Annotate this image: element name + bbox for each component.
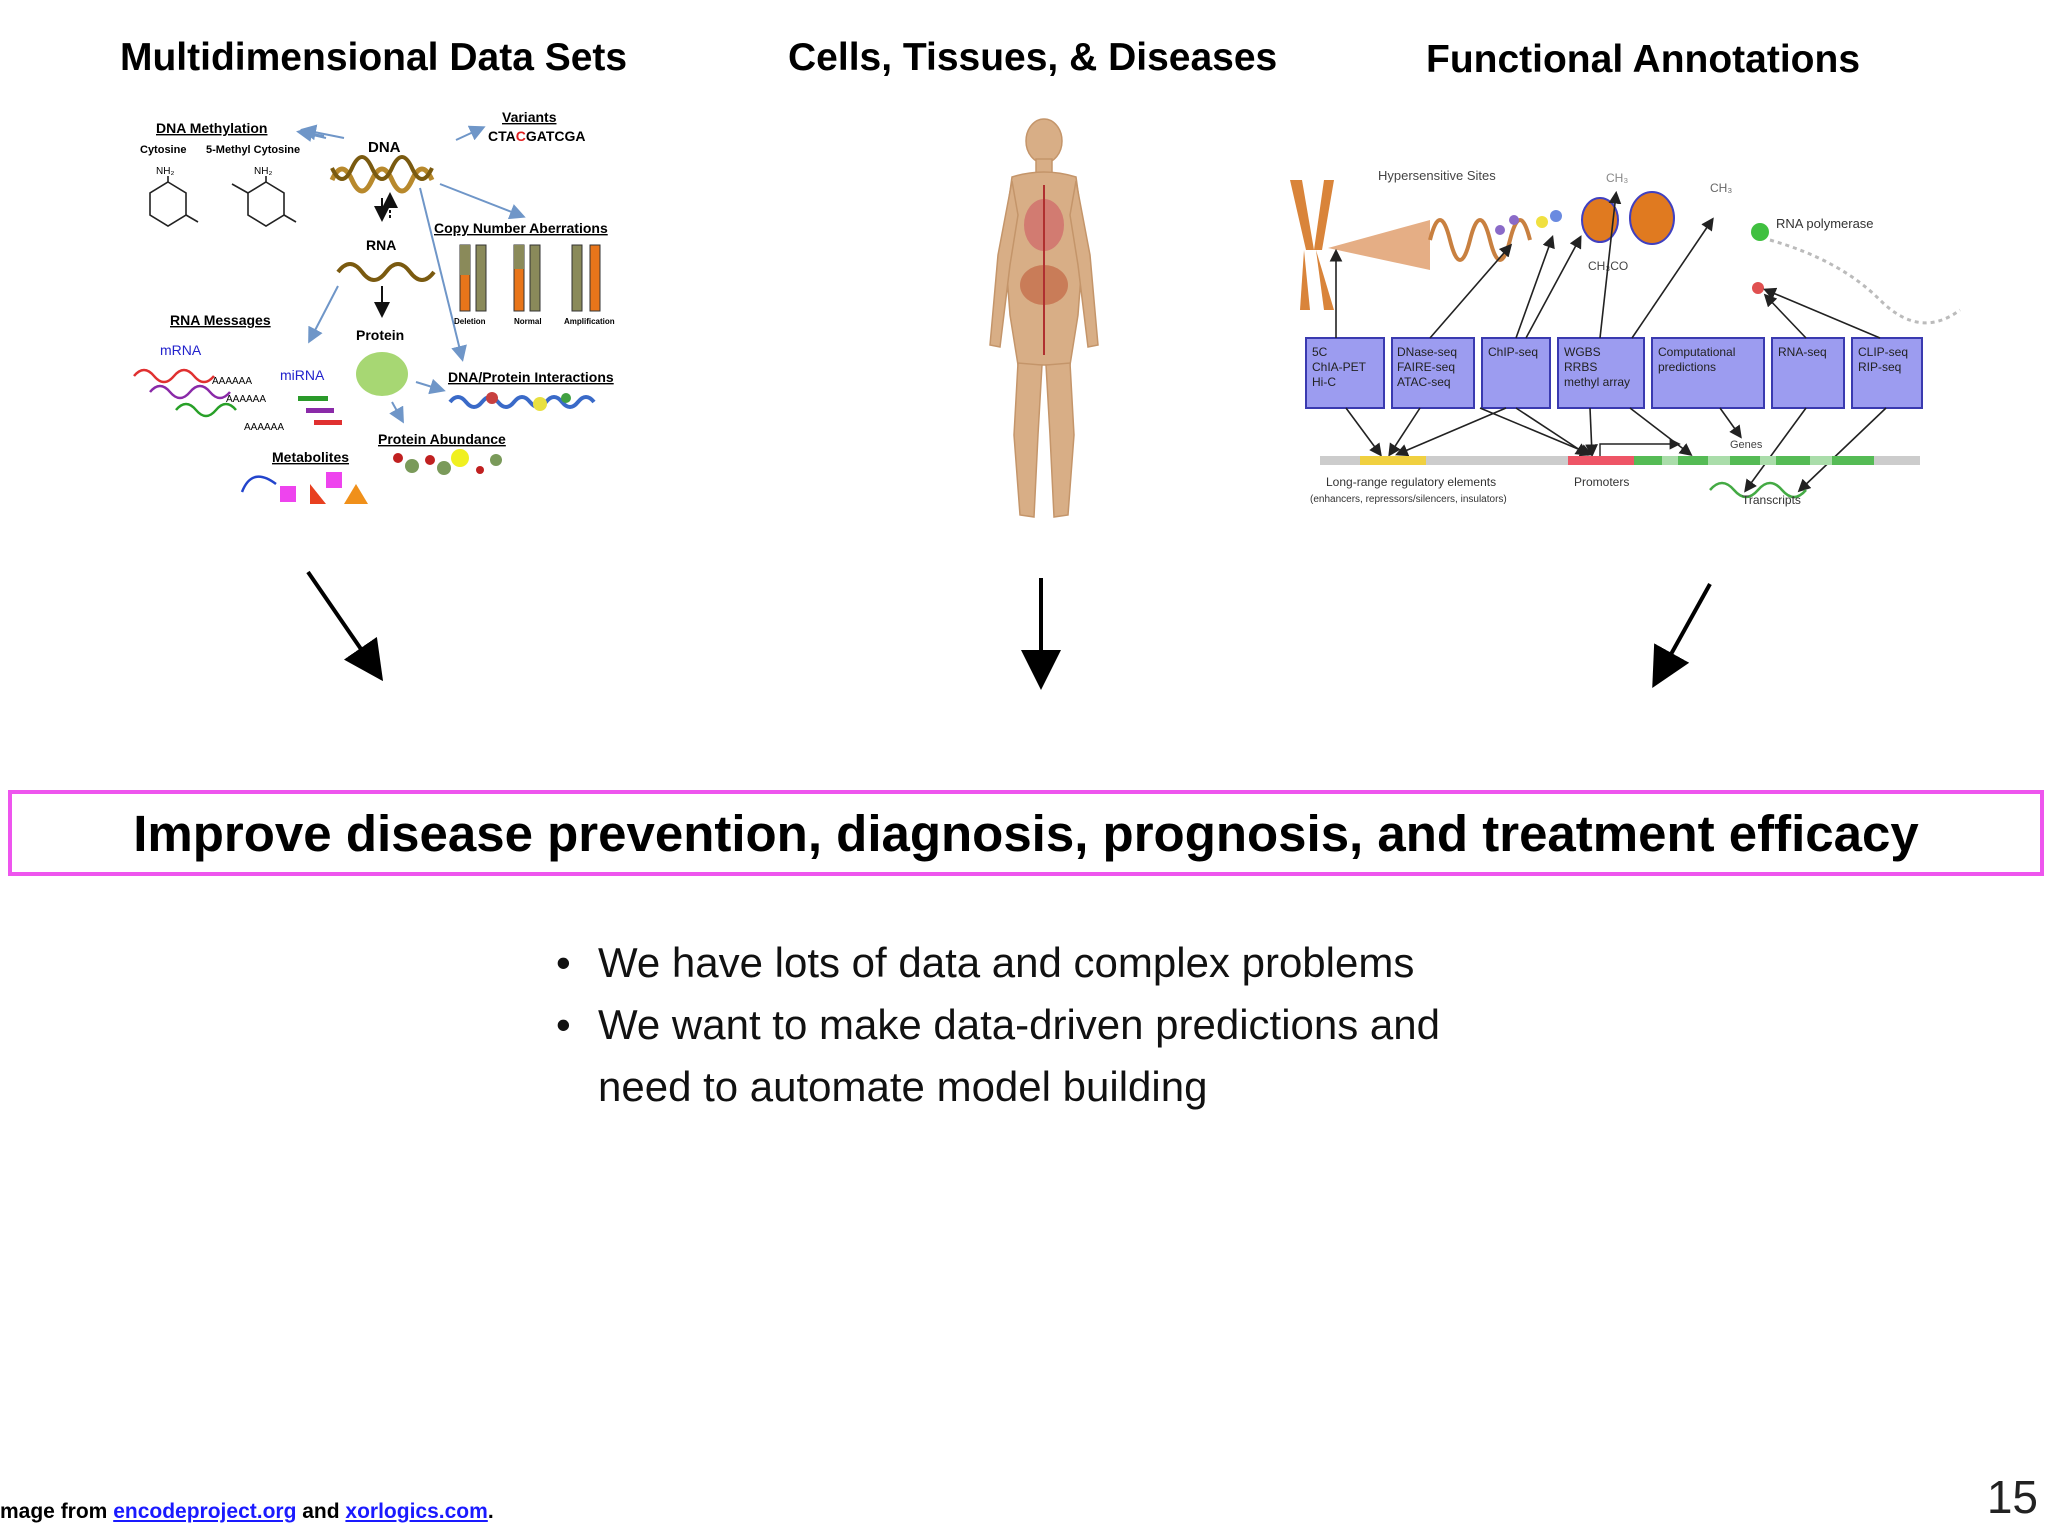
protein-abundance-label: Protein Abundance <box>378 431 506 447</box>
ch3-label-2: CH₃ <box>1710 181 1732 195</box>
assay-box-rna-seq: RNA-seq <box>1771 337 1845 409</box>
convergence-arrows <box>306 570 1712 690</box>
deletion-label: Deletion <box>454 317 486 326</box>
left-column-title: Multidimensional Data Sets <box>120 36 628 79</box>
omics-diagram: DNA Methylation Cytosine 5-Methyl Cytosi… <box>133 109 615 504</box>
normal-label: Normal <box>514 317 542 326</box>
assay-box-text: WGBS <box>1564 345 1601 359</box>
rna-label: RNA <box>366 237 396 253</box>
dna-methylation-label: DNA Methylation <box>156 120 267 136</box>
protein-label: Protein <box>356 327 404 343</box>
assay-box-text: 5C <box>1312 345 1328 359</box>
dna-protein-helix-icon <box>448 395 596 409</box>
hypersensitive-sites-label: Hypersensitive Sites <box>1378 168 1496 183</box>
assay-box-text: methyl array <box>1564 375 1630 389</box>
promoters-label: Promoters <box>1574 475 1629 489</box>
methyl-cytosine-label: 5-Methyl Cytosine <box>206 144 300 156</box>
goal-banner: Improve disease prevention, diagnosis, p… <box>8 790 2044 876</box>
right-column-title: Functional Annotations <box>1426 38 1861 81</box>
encodeproject-link[interactable]: encodeproject.org <box>113 1500 297 1523</box>
assay-box-text: ATAC-seq <box>1397 375 1451 389</box>
rna-polymerase-icon <box>1751 223 1769 241</box>
mrna-label: mRNA <box>160 342 202 358</box>
image-credit: mage from encodeproject.org and xorlogic… <box>0 1500 494 1524</box>
assay-box-methylation: WGBS RRBS methyl array <box>1557 337 1645 409</box>
page-number: 15 <box>1986 1471 2038 1523</box>
assay-box-chromatin-conformation: 5C ChIA-PET Hi-C <box>1305 337 1385 409</box>
goal-banner-text: Improve disease prevention, diagnosis, p… <box>133 804 1919 862</box>
bullet-list: We have lots of data and complex problem… <box>556 932 1598 1118</box>
amplification-label: Amplification <box>564 317 615 326</box>
image-credit-middle: and <box>296 1500 346 1523</box>
protein-abundance-dots <box>393 449 502 475</box>
long-range-sublabel: (enhancers, repressors/silencers, insula… <box>1310 494 1507 505</box>
assay-box-text: CLIP-seq <box>1858 345 1908 359</box>
left-arrow <box>306 570 384 682</box>
cytosine-structure-icon <box>149 176 199 227</box>
ch3-label-1: CH₃ <box>1606 171 1628 185</box>
xorlogics-link[interactable]: xorlogics.com <box>345 1500 488 1523</box>
transcripts-label: Transcripts <box>1742 493 1801 507</box>
nucleosome-icons <box>1495 191 1675 245</box>
assay-box-text: Hi-C <box>1312 375 1336 389</box>
assay-boxes: 5C ChIA-PET Hi-C DNase-seq FAIRE-seq ATA… <box>1305 337 1923 409</box>
assay-box-clip-seq: CLIP-seq RIP-seq <box>1851 337 1923 409</box>
assay-box-computational: Computational predictions <box>1651 337 1765 409</box>
genes-label: Genes <box>1730 439 1763 451</box>
poly-a-label-1: AAAAAA <box>212 376 252 387</box>
metabolites-label: Metabolites <box>272 449 349 465</box>
image-credit-prefix: mage from <box>0 1500 114 1523</box>
nh2-label-1: NH₂ <box>156 166 174 177</box>
genome-track <box>1320 456 1920 465</box>
image-credit-suffix: . <box>487 1500 494 1523</box>
rna-polymerase-label: RNA polymerase <box>1776 216 1874 231</box>
right-arrow <box>1652 583 1712 688</box>
assay-box-chip-seq: ChIP-seq <box>1481 337 1551 409</box>
long-range-label: Long-range regulatory elements <box>1326 475 1496 489</box>
dna-label: DNA <box>368 139 401 156</box>
variant-sequence: CTACGATCGA <box>488 128 585 144</box>
protein-blob-icon <box>356 352 408 396</box>
chromatin-fiber-icon <box>1328 220 1430 270</box>
mirna-label: miRNA <box>280 367 325 383</box>
assay-box-text: predictions <box>1658 360 1716 374</box>
chromosome-icon <box>1290 180 1334 310</box>
poly-a-label-2: AAAAAA <box>226 394 266 405</box>
nh2-label-2: NH₂ <box>254 166 272 177</box>
dna-protein-label: DNA/Protein Interactions <box>448 369 614 385</box>
rna-strand-icon <box>336 262 436 282</box>
assay-box-text: RRBS <box>1564 360 1597 374</box>
encode-annotations-diagram: Hypersensitive Sites CH₃ CH₃ CH₃CO RNA p… <box>1290 168 1961 507</box>
bullet-item: We have lots of data and complex problem… <box>556 932 1598 994</box>
assay-box-text: ChIP-seq <box>1488 345 1538 359</box>
assay-box-text: RNA-seq <box>1778 345 1827 359</box>
assay-box-text: ChIA-PET <box>1312 360 1367 374</box>
copy-number-label: Copy Number Aberrations <box>434 220 608 236</box>
variants-label: Variants <box>502 109 557 125</box>
assay-box-text: Computational <box>1658 345 1735 359</box>
assay-box-text: DNase-seq <box>1397 345 1457 359</box>
copy-number-bars <box>459 244 601 312</box>
human-body-illustration <box>989 118 1099 518</box>
bullet-item: We want to make data-driven predictions … <box>556 994 1478 1118</box>
poly-a-label-3: AAAAAA <box>244 422 284 433</box>
rna-messages-label: RNA Messages <box>170 312 271 328</box>
transcripts-wave-icon <box>1709 481 1807 499</box>
cytosine-label: Cytosine <box>140 144 186 156</box>
dna-helix-icon <box>329 166 435 194</box>
assay-box-open-chromatin: DNase-seq FAIRE-seq ATAC-seq <box>1391 337 1475 409</box>
methyl-cytosine-structure-icon <box>231 176 297 227</box>
center-column-title: Cells, Tissues, & Diseases <box>788 36 1278 79</box>
assay-box-text: RIP-seq <box>1858 360 1901 374</box>
assay-box-text: FAIRE-seq <box>1397 360 1455 374</box>
